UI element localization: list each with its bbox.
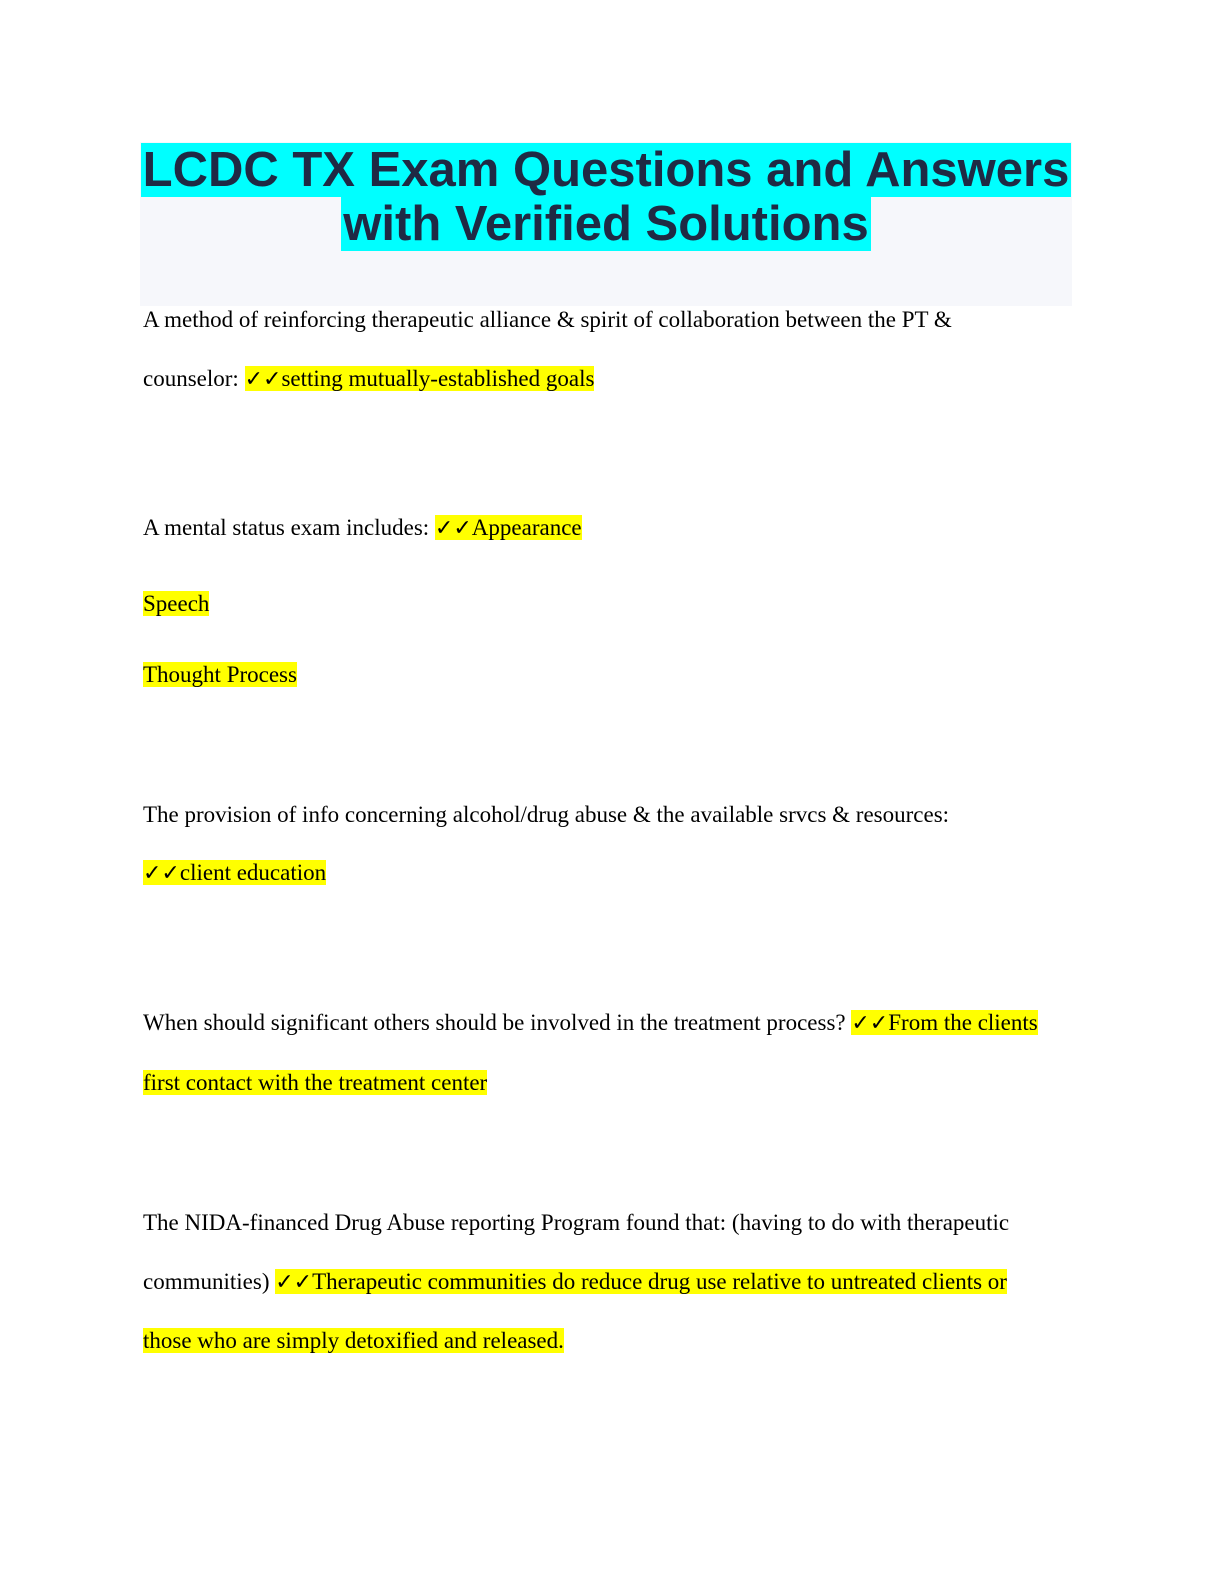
item-2-answer-line-3: Thought Process — [143, 660, 297, 690]
item-2-question-line: A mental status exam includes: ✓✓Appeara… — [143, 513, 582, 544]
answer-text: Thought Process — [143, 662, 297, 687]
item-2-answer-line-2: Speech — [143, 589, 210, 619]
item-1-question-line-2: counselor: ✓✓setting mutually-establishe… — [143, 364, 595, 395]
item-3-answer-line: ✓✓client education — [143, 858, 327, 889]
answer-text: Appearance — [471, 515, 582, 540]
answer-text: Therapeutic communities do reduce drug u… — [312, 1269, 1007, 1294]
title-text-2: with Verified Solutions — [341, 197, 871, 251]
question-text: The NIDA-financed Drug Abuse reporting P… — [143, 1210, 1010, 1235]
answer-highlight: ✓✓Therapeutic communities do reduce drug… — [275, 1269, 1007, 1295]
item-5-question-line-1: The NIDA-financed Drug Abuse reporting P… — [143, 1208, 1009, 1238]
answer-highlight: ✓✓From the clients — [851, 1010, 1038, 1036]
item-4-question-line: When should significant others should be… — [143, 1008, 1038, 1039]
check-mark-icon: ✓✓ — [434, 516, 472, 541]
question-text: A method of reinforcing therapeutic alli… — [143, 307, 952, 332]
item-5-question-line-2: communities) ✓✓Therapeutic communities d… — [143, 1267, 1007, 1298]
answer-text: From the clients — [888, 1010, 1038, 1035]
answer-text: first contact with the treatment center — [143, 1070, 488, 1095]
question-text: The provision of info concerning alcohol… — [143, 802, 950, 827]
title-banner: LCDC TX Exam Questions and Answers with … — [140, 142, 1072, 306]
check-mark-icon: ✓✓ — [143, 861, 180, 886]
item-3-question-line: The provision of info concerning alcohol… — [143, 800, 949, 830]
answer-text: client education — [179, 860, 327, 885]
answer-text: setting mutually-established goals — [281, 366, 595, 391]
item-5-answer-line-2: those who are simply detoxified and rele… — [143, 1326, 564, 1356]
answer-text: Speech — [143, 591, 210, 616]
question-text: counselor: — [143, 366, 245, 391]
question-text: When should significant others should be… — [143, 1010, 852, 1035]
answer-text: those who are simply detoxified and rele… — [143, 1328, 564, 1353]
title-line-1: LCDC TX Exam Questions and Answers — [140, 143, 1072, 197]
title-text-1: LCDC TX Exam Questions and Answers — [140, 143, 1072, 197]
answer-highlight: ✓✓setting mutually-established goals — [244, 366, 595, 392]
question-text: communities) — [143, 1269, 276, 1294]
check-mark-icon: ✓✓ — [244, 367, 282, 392]
answer-highlight: ✓✓Appearance — [434, 515, 582, 541]
question-text: A mental status exam includes: — [143, 515, 435, 540]
answer-highlight: ✓✓client education — [143, 860, 327, 886]
item-4-answer-line-2: first contact with the treatment center — [143, 1068, 488, 1098]
title-line-2: with Verified Solutions — [140, 197, 1072, 251]
check-mark-icon: ✓✓ — [851, 1011, 889, 1036]
check-mark-icon: ✓✓ — [275, 1270, 313, 1295]
item-1-question-line-1: A method of reinforcing therapeutic alli… — [143, 305, 952, 335]
